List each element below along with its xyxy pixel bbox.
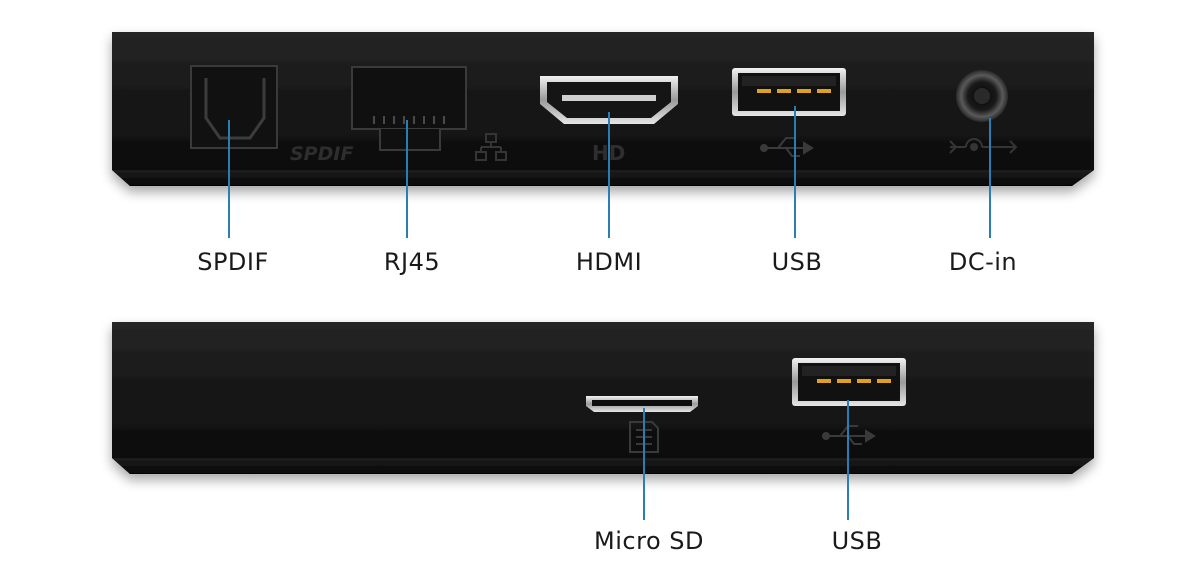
label-usb-bottom: USB <box>831 527 883 555</box>
label-rj45: RJ45 <box>383 248 441 276</box>
dc-polarity-icon <box>949 138 1018 154</box>
rj45-port-icon <box>351 66 467 151</box>
spdif-panel-marking: SPDIF <box>290 143 353 165</box>
label-dc-in: DC-in <box>948 248 1018 276</box>
dc-in-jack-icon <box>956 70 1008 122</box>
label-spdif: SPDIF <box>197 248 269 276</box>
callout-lines <box>228 106 991 520</box>
usb-symbol-icon-top <box>760 137 814 157</box>
label-micro-sd: Micro SD <box>594 527 704 555</box>
usb-port-icon-bottom <box>792 358 906 406</box>
label-usb-top: USB <box>771 248 823 276</box>
label-hdmi: HDMI <box>575 248 643 276</box>
spdif-port-icon <box>190 65 278 149</box>
usb-port-icon-top <box>732 68 846 116</box>
micro-sd-slot-icon <box>586 396 698 412</box>
hdmi-port-icon <box>540 76 678 124</box>
network-icon <box>475 133 507 161</box>
